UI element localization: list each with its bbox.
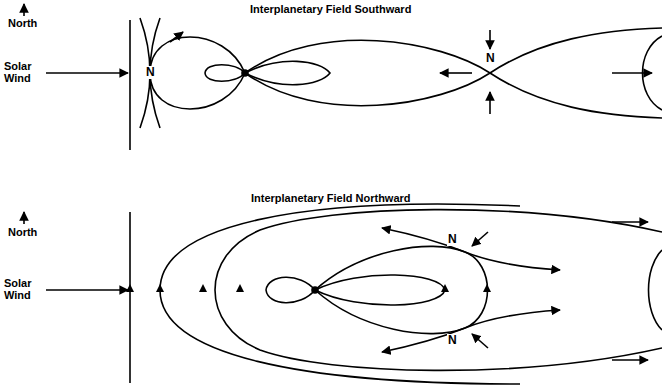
north-mark [199,284,207,292]
earth [312,287,318,293]
flow-arrow [612,359,648,361]
neutral-point-label: N [447,334,458,347]
flow-arrow [612,221,648,223]
neutral-point-label: N [485,52,496,65]
southward-panel [24,4,662,150]
panel-title: Interplanetary Field Northward [251,192,411,204]
flow-label: Solar Wind [4,277,44,301]
direction-label: North [8,226,37,238]
field-line [245,61,330,84]
earth [242,70,248,76]
field-line [382,228,465,252]
neutral-point-label: N [145,66,156,79]
neutral-point-label: N [447,233,458,246]
north-arrow [23,212,25,224]
north-arrow [23,4,25,16]
field-line [205,65,245,82]
field-line [315,246,488,333]
bow-line [129,20,131,150]
field-line [465,310,560,328]
flow-arrow [489,92,491,114]
field-line [649,250,662,330]
field-line [215,210,662,371]
northward-panel [24,204,662,384]
solar-wind-arrow [46,72,128,74]
field-line [150,37,245,109]
north-mark [156,284,164,292]
north-mark [441,284,449,292]
flow-arrow [170,32,183,42]
field-direction-marks [126,284,491,292]
field-line [465,252,560,270]
field-line [266,277,315,303]
field-line [245,40,490,105]
flow-arrow [472,232,488,246]
bow-line [129,212,131,383]
north-mark [483,284,491,292]
flow-arrow [440,72,472,74]
flow-arrow [489,30,491,49]
direction-label: North [8,17,37,29]
field-line [490,73,662,118]
solar-wind-arrow [46,289,128,291]
field-line [160,204,520,384]
field-line [315,275,445,305]
field-line [382,328,465,352]
field-line [490,28,662,73]
flow-label: Solar Wind [4,60,44,84]
flow-arrow [612,72,652,74]
panel-title: Interplanetary Field Southward [250,3,411,15]
north-mark [236,284,244,292]
flow-arrow [472,334,488,348]
north-mark [126,284,134,292]
